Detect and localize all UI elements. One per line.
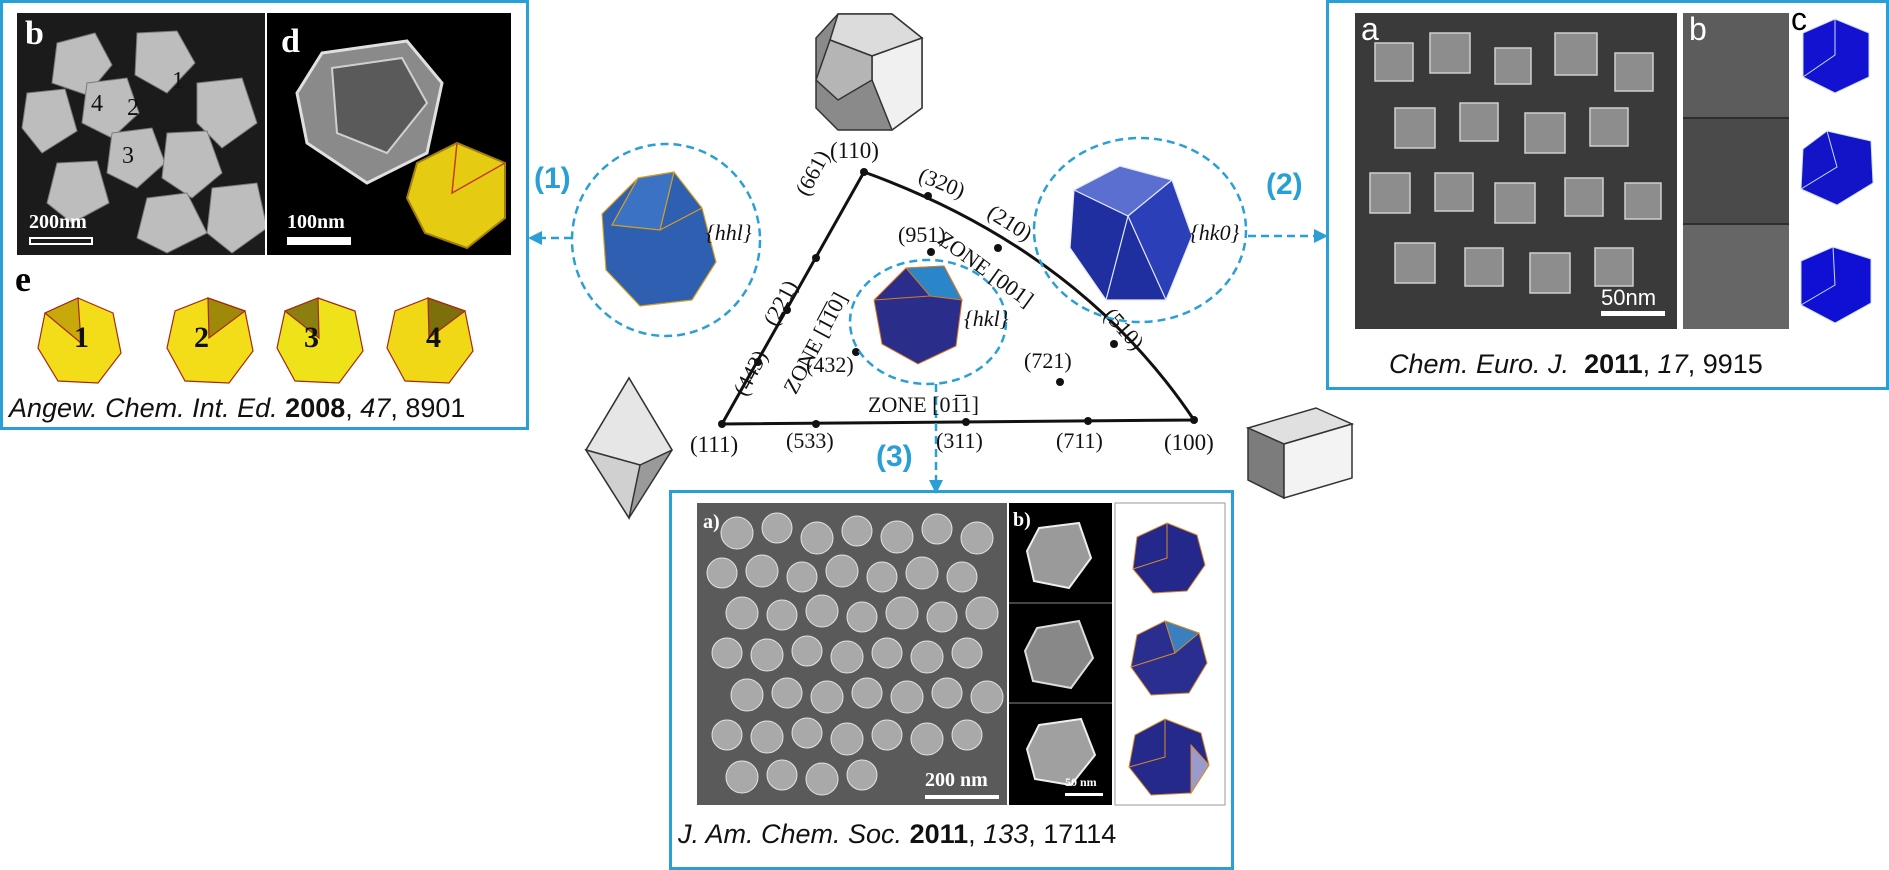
scale-bar-d: [287, 237, 351, 245]
closeup-1: [1683, 13, 1789, 117]
particle-num-4: 4: [91, 91, 103, 117]
point-432: (432): [806, 352, 854, 377]
hhl-model: [601, 171, 717, 307]
scale-bar-b3: [1065, 793, 1103, 796]
scale-bar-2: [1601, 311, 1665, 316]
gold-model-4: [386, 297, 474, 384]
gold-models-row: [37, 297, 474, 384]
point-721: (721): [1024, 348, 1072, 373]
callout-arrowheads: [528, 229, 1328, 494]
sem-image-b: b 1 2 3 4 200nm: [17, 13, 265, 255]
model-num-4: 4: [426, 321, 441, 354]
particle-num-2: 2: [127, 95, 139, 121]
corner-110: (110): [830, 138, 879, 163]
callout-num-1: (1): [534, 162, 571, 195]
cubes-a: [1369, 32, 1662, 294]
scale-label-b: 200nm: [29, 211, 87, 233]
gold-model-1: [37, 297, 122, 384]
particle-num-3: 3: [122, 143, 134, 169]
scale-bar-a3: [925, 795, 999, 799]
citation-angew: Angew. Chem. Int. Ed. 2008, 47, 8901: [9, 393, 466, 423]
scale-label-a3: 200 nm: [925, 769, 988, 791]
octahedron-shape: [584, 376, 674, 520]
dodecahedron-shape: [815, 13, 924, 132]
label-b2: b: [1689, 13, 1707, 47]
blue-cube-3: [1800, 246, 1872, 324]
callout-num-3: (3): [876, 440, 913, 473]
model-num-3: 3: [304, 321, 319, 354]
navy-model-1: [1132, 522, 1206, 594]
facet-hk0: {hk0}: [1190, 220, 1240, 245]
point-533: (533): [786, 428, 834, 453]
point-711: (711): [1056, 428, 1103, 453]
sem-image-a3: a) 200 nm: [697, 503, 1007, 805]
sem-image-a: a 50nm: [1355, 13, 1677, 329]
particle-d: [295, 39, 506, 250]
label-b3: b): [1013, 509, 1031, 531]
label-d: d: [281, 23, 300, 60]
sem-image-b2: b: [1683, 13, 1789, 329]
hk0-model: [1069, 165, 1193, 302]
sem-image-b3: b) 50 nm: [1009, 503, 1112, 805]
blue-cube-1: [1802, 18, 1870, 94]
citation-chemeuro: Chem. Euro. J. 2011, 17, 9915: [1389, 349, 1763, 379]
point-311: (311): [936, 428, 983, 453]
callout-num-2: (2): [1266, 168, 1303, 201]
corner-100: (100): [1164, 430, 1214, 455]
zone-bottom: ZONE [01̅1]: [868, 392, 979, 417]
model-num-2: 2: [194, 321, 209, 354]
corner-111: (111): [690, 432, 739, 457]
panel-jacs: a) 200 nm b) 50 nm J: [669, 490, 1234, 870]
label-e: e: [15, 259, 31, 299]
panel-angew: b 1 2 3 4 200nm d 100nm e: [0, 0, 529, 430]
particles-b: [21, 30, 265, 254]
callout-dashed: [540, 136, 1320, 486]
navy-model-2: [1130, 620, 1208, 696]
blue-cube-2: [1800, 130, 1874, 206]
panel-chemeuro: a 50nm b c Chem. Euro. J. 2011, 17, 9915: [1326, 0, 1889, 390]
facet-hkl: {hkl}: [964, 306, 1009, 331]
particles-b3: [1009, 521, 1112, 787]
scale-label-d: 100nm: [287, 211, 345, 233]
hkl-model: [873, 265, 963, 365]
model-num-1: 1: [74, 321, 89, 354]
scale-label-2: 50nm: [1601, 285, 1657, 310]
scale-label-b3: 50 nm: [1065, 775, 1097, 789]
label-b: b: [25, 15, 44, 52]
scale-bar-b: [29, 237, 93, 245]
sem-image-d: d 100nm: [267, 13, 511, 255]
particles-a3: [706, 512, 1004, 796]
particle-num-1: 1: [172, 68, 184, 94]
closeup-3: [1683, 225, 1789, 329]
point-951: (951): [898, 222, 946, 247]
label-c: c: [1791, 1, 1807, 37]
navy-models: [1114, 502, 1226, 806]
label-a3: a): [703, 511, 720, 533]
navy-model-3: [1128, 718, 1210, 796]
gold-model-3: [276, 297, 364, 384]
facet-hhl: {hhl}: [706, 220, 752, 245]
label-a: a: [1361, 13, 1379, 47]
citation-jacs: J. Am. Chem. Soc. 2011, 133, 17114: [678, 819, 1117, 849]
cube-shape: [1245, 407, 1355, 500]
closeup-2: [1683, 119, 1789, 223]
blue-cube-models: [1800, 18, 1874, 324]
triangle-points: [718, 168, 1198, 428]
gold-model-2: [166, 297, 254, 384]
